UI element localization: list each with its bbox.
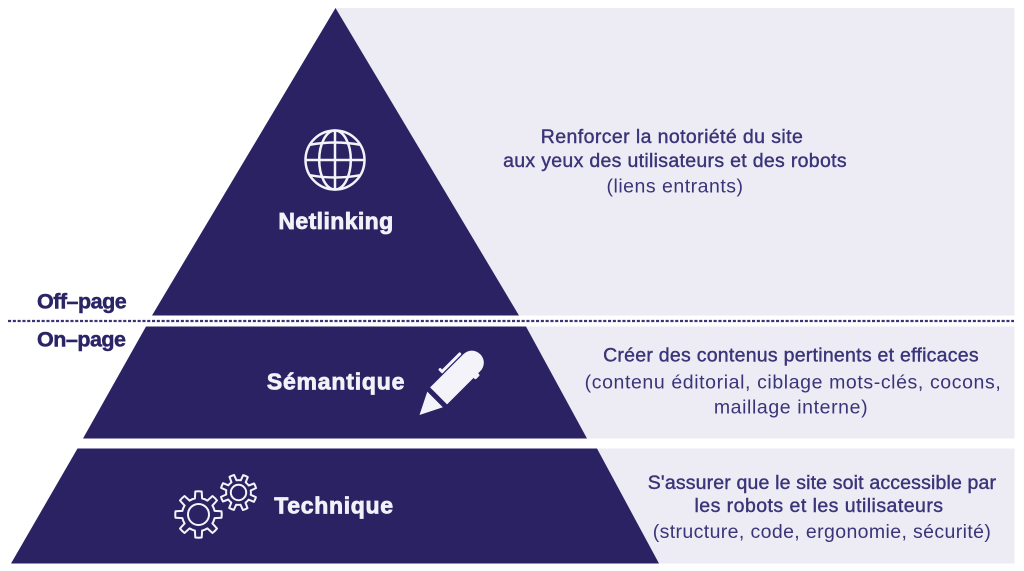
svg-text:(structure, code, ergonomie, s: (structure, code, ergonomie, sécurité) [653,521,992,543]
svg-text:(contenu éditorial, ciblage mo: (contenu éditorial, ciblage mots-clés, c… [585,372,1002,394]
svg-text:S'assurer que le site soit acc: S'assurer que le site soit accessible pa… [648,472,997,494]
svg-text:Netlinking: Netlinking [278,208,393,234]
svg-text:Sémantique: Sémantique [267,369,405,395]
svg-text:Off–page: Off–page [37,290,127,314]
svg-text:Technique: Technique [274,493,394,519]
svg-text:Renforcer la notoriété du site: Renforcer la notoriété du site [541,126,803,148]
svg-text:maillage interne): maillage interne) [714,397,868,419]
svg-text:(liens entrants): (liens entrants) [607,175,744,197]
svg-text:aux yeux des utilisateurs et d: aux yeux des utilisateurs et des robots [503,150,847,172]
svg-text:les robots et les utilisateurs: les robots et les utilisateurs [695,495,944,517]
svg-text:Créer des contenus pertinents: Créer des contenus pertinents et efficac… [603,345,979,367]
svg-text:On–page: On–page [37,328,126,352]
